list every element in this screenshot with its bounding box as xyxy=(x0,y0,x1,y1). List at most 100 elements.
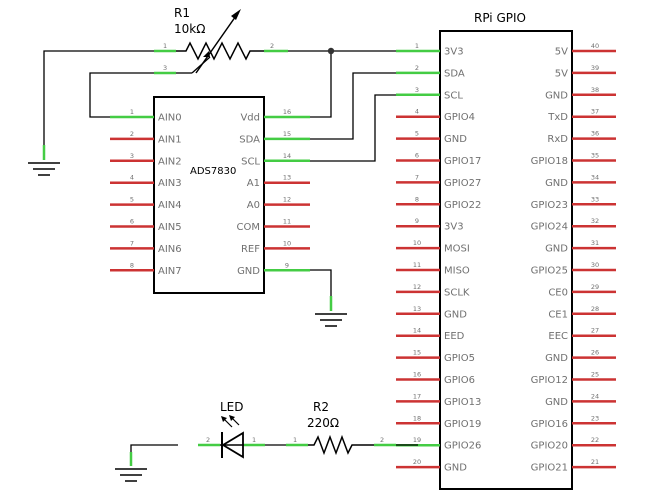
rpi-right-pin-label: TxD xyxy=(547,112,568,123)
wire-adc-gnd xyxy=(310,269,332,296)
led-pin2-number: 2 xyxy=(206,436,210,444)
ads7830-name: ADS7830 xyxy=(190,166,236,177)
rpi-right-pin-label: GPIO23 xyxy=(531,200,568,211)
adc-right-pin-label: REF xyxy=(241,244,260,255)
adc-right-pin-label: Vdd xyxy=(240,113,260,124)
rpi-left-pin-label: GPIO13 xyxy=(444,397,481,408)
rpi-right-pin-label: RxD xyxy=(547,134,568,145)
adc-left-pin-label: AIN2 xyxy=(158,156,182,167)
rpi-right-pin-number: 32 xyxy=(591,217,599,225)
pot-arrow xyxy=(195,12,239,74)
rpi-left-pin-number: 14 xyxy=(413,327,421,335)
rpi-right-pin-label: CE0 xyxy=(548,287,568,298)
rpi-left-pin-number: 8 xyxy=(415,195,419,203)
rpi-right-pin-number: 39 xyxy=(591,64,599,72)
ground-symbol-adc xyxy=(315,296,347,327)
rpi-left-pin-number: 2 xyxy=(415,64,419,72)
led-triangle xyxy=(221,431,244,459)
rpi-right-pin-label: 5V xyxy=(555,47,568,58)
rpi-gpio-header: RPi GPIO 3V31SDA2SCL3GPIO44GND5GPIO176GP… xyxy=(396,11,616,490)
rpi-left-pin-label: SCLK xyxy=(444,287,470,298)
rpi-right-pin-number: 38 xyxy=(591,86,599,94)
adc-left-pin-label: AIN3 xyxy=(158,178,182,189)
adc-left-pin-label: AIN6 xyxy=(158,244,182,255)
rpi-right-pin-number: 30 xyxy=(591,261,599,269)
rpi-left-pin-4: GPIO4 4 xyxy=(396,108,475,123)
adc-right-pin-number: 13 xyxy=(283,174,291,182)
wire-pot-to-gnd xyxy=(43,50,154,145)
adc-right-pin-label: SDA xyxy=(239,134,260,145)
rpi-right-pin-label: GND xyxy=(545,353,568,364)
adc-right-pin-number: 10 xyxy=(283,239,291,247)
rpi-left-pin-label: EED xyxy=(444,331,465,342)
rpi-right-pin-label: GPIO18 xyxy=(531,156,568,167)
rpi-left-pin-label: MOSI xyxy=(444,244,470,255)
rpi-right-pin-label: GPIO25 xyxy=(531,266,568,277)
adc-right-pin-15: SDA 15 xyxy=(239,130,310,145)
rpi-left-pin-label: 3V3 xyxy=(444,222,464,233)
rpi-right-pins: 5V405V39GND38TxD37RxD36GPIO1835GND34GPIO… xyxy=(531,42,616,474)
potentiometer-r1: 1 2 3 R1 10kΩ xyxy=(154,6,288,75)
rpi-left-pin-label: GND xyxy=(444,134,467,145)
adc-left-pin-label: AIN4 xyxy=(158,200,182,211)
rpi-left-pin-number: 16 xyxy=(413,371,421,379)
rpi-right-pin-25: GPIO12 25 xyxy=(531,371,616,386)
adc-left-pin-label: AIN5 xyxy=(158,222,182,233)
rpi-left-pin-label: GPIO26 xyxy=(444,441,481,452)
adc-left-pin-number: 5 xyxy=(130,196,134,204)
rpi-right-pin-label: GND xyxy=(545,244,568,255)
rpi-left-pin-label: GPIO17 xyxy=(444,156,481,167)
adc-right-pin-label: A1 xyxy=(247,178,260,189)
rpi-right-pin-number: 34 xyxy=(591,173,599,181)
rpi-right-pin-number: 25 xyxy=(591,371,599,379)
rpi-right-pin-label: GPIO12 xyxy=(531,375,568,386)
rpi-left-pin-number: 13 xyxy=(413,305,421,313)
adc-left-pin-number: 8 xyxy=(130,261,134,269)
adc-right-pin-number: 11 xyxy=(283,218,291,226)
rpi-left-pin-16: GPIO6 16 xyxy=(396,371,475,386)
rpi-left-pin-number: 4 xyxy=(415,108,419,116)
rpi-left-pin-label: SDA xyxy=(444,68,465,79)
rpi-right-pin-label: GPIO21 xyxy=(531,463,568,474)
rpi-right-pin-number: 23 xyxy=(591,414,599,422)
adc-right-pin-label: GND xyxy=(237,266,260,277)
rpi-left-pin-number: 18 xyxy=(413,414,421,422)
rpi-left-pin-label: GPIO4 xyxy=(444,112,475,123)
rpi-right-pin-number: 27 xyxy=(591,327,599,335)
rpi-title: RPi GPIO xyxy=(474,11,526,25)
rpi-left-pin-14: EED 14 xyxy=(396,327,465,342)
adc-right-pin-number: 15 xyxy=(283,130,291,138)
junction-dot xyxy=(327,47,335,55)
adc-right-pin-number: 12 xyxy=(283,196,291,204)
ground-symbol-pot xyxy=(28,145,60,176)
r2-pin1-number: 1 xyxy=(293,436,297,444)
resistor-zigzag xyxy=(176,41,264,61)
rpi-right-pin-number: 37 xyxy=(591,108,599,116)
rpi-left-pin-label: GPIO6 xyxy=(444,375,475,386)
adc-left-pin-number: 7 xyxy=(130,239,134,247)
